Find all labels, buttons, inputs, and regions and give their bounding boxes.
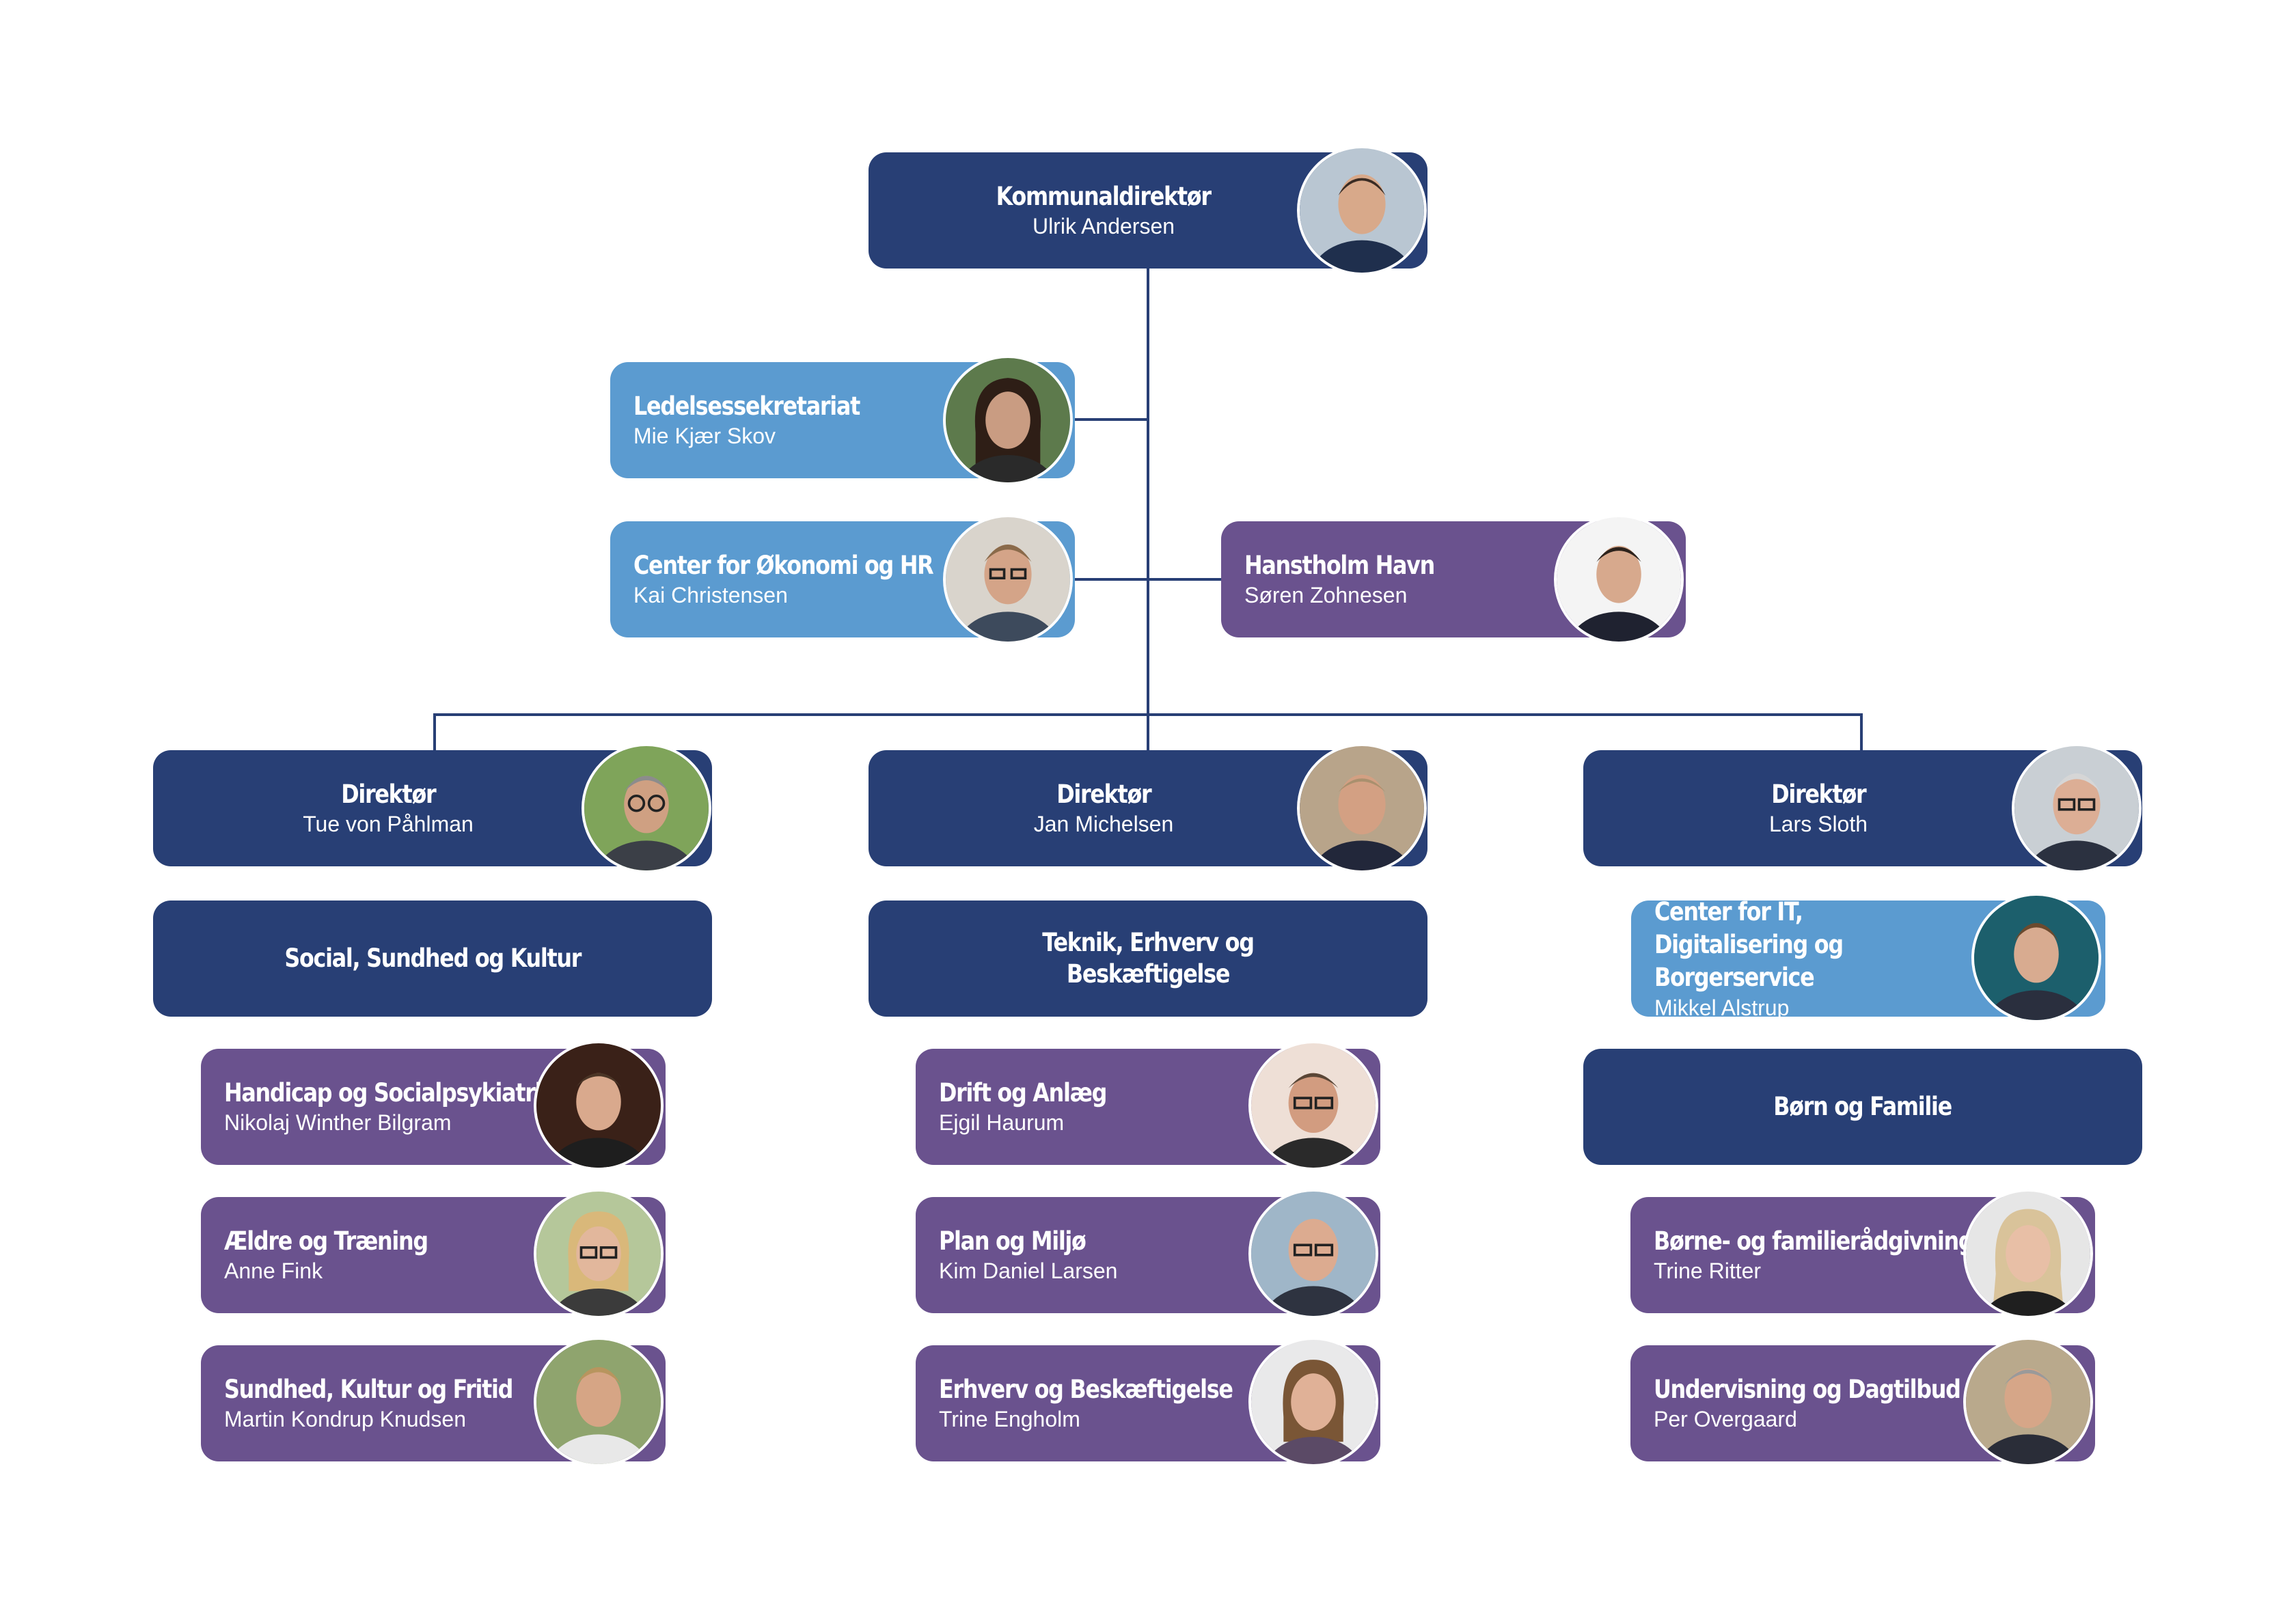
- node-name: Per Overgaard: [1654, 1407, 1797, 1431]
- area-title: Børn og Familie: [1773, 1092, 1953, 1121]
- node-title: Direktør: [1771, 780, 1866, 809]
- portrait-icon: [1971, 893, 2101, 1023]
- portrait-icon: [1963, 1189, 2093, 1319]
- node-name: Ulrik Andersen: [1032, 214, 1175, 238]
- portrait-icon: [943, 355, 1073, 485]
- node-title: Handicap og Socialpsykiatri: [224, 1078, 543, 1108]
- portrait-icon: [534, 1189, 664, 1319]
- node-title: Sundhed, Kultur og Fritid: [224, 1375, 513, 1404]
- node-title: Plan og Miljø: [939, 1226, 1086, 1256]
- portrait-icon: [1248, 1337, 1378, 1467]
- area-title: Social, Sundhed og Kultur: [284, 944, 582, 973]
- node-name: Kim Daniel Larsen: [939, 1259, 1118, 1283]
- node-title: Kommunaldirektør: [996, 182, 1212, 211]
- portrait-icon: [582, 743, 711, 873]
- portrait-icon: [1248, 1189, 1378, 1319]
- node-title: Center for Økonomi og HR: [633, 551, 934, 580]
- node-name: Mie Kjær Skov: [633, 424, 776, 448]
- portrait-icon: [534, 1041, 664, 1170]
- node-name: Tue von Påhlman: [303, 812, 474, 836]
- node-title: Erhverv og Beskæftigelse: [939, 1375, 1233, 1404]
- node-name: Ejgil Haurum: [939, 1110, 1065, 1135]
- portrait-icon: [534, 1337, 664, 1467]
- node-name: Trine Engholm: [939, 1407, 1080, 1431]
- node-title: Hanstholm Havn: [1244, 551, 1435, 580]
- node-name: Lars Sloth: [1768, 812, 1868, 836]
- portrait-icon: [1248, 1041, 1378, 1170]
- portrait-icon: [1297, 146, 1427, 275]
- node-area-teknik: Teknik, Erhverv og Beskæftigelse: [869, 901, 1427, 1017]
- node-title: Drift og Anlæg: [939, 1078, 1107, 1108]
- portrait-icon: [1297, 743, 1427, 873]
- node-name: Trine Ritter: [1654, 1259, 1762, 1283]
- node-title: Ledelsessekretariat: [633, 391, 860, 421]
- node-title: Undervisning og Dagtilbud: [1654, 1375, 1961, 1404]
- portrait-icon: [1963, 1337, 2093, 1467]
- node-name: Mikkel Alstrup: [1654, 995, 1790, 1020]
- node-name: Søren Zohnesen: [1244, 583, 1408, 607]
- node-title: Direktør: [1056, 780, 1151, 809]
- node-name: Anne Fink: [224, 1259, 323, 1283]
- node-title: Ældre og Træning: [224, 1226, 428, 1256]
- portrait-icon: [943, 514, 1073, 644]
- node-title: Direktør: [340, 780, 436, 809]
- node-area-social: Social, Sundhed og Kultur: [153, 901, 712, 1017]
- portrait-icon: [2012, 743, 2142, 873]
- node-area-born: Børn og Familie: [1583, 1049, 2142, 1165]
- node-name: Martin Kondrup Knudsen: [224, 1407, 466, 1431]
- node-title: Børne- og familierådgivning: [1654, 1226, 1974, 1256]
- node-name: Nikolaj Winther Bilgram: [224, 1110, 452, 1135]
- node-title: Center for IT, Digitalisering og Borgers…: [1654, 897, 1844, 992]
- node-name: Jan Michelsen: [1033, 812, 1174, 836]
- area-title: Teknik, Erhverv og Beskæftigelse: [1042, 928, 1255, 989]
- portrait-icon: [1554, 514, 1684, 644]
- node-name: Kai Christensen: [633, 583, 788, 607]
